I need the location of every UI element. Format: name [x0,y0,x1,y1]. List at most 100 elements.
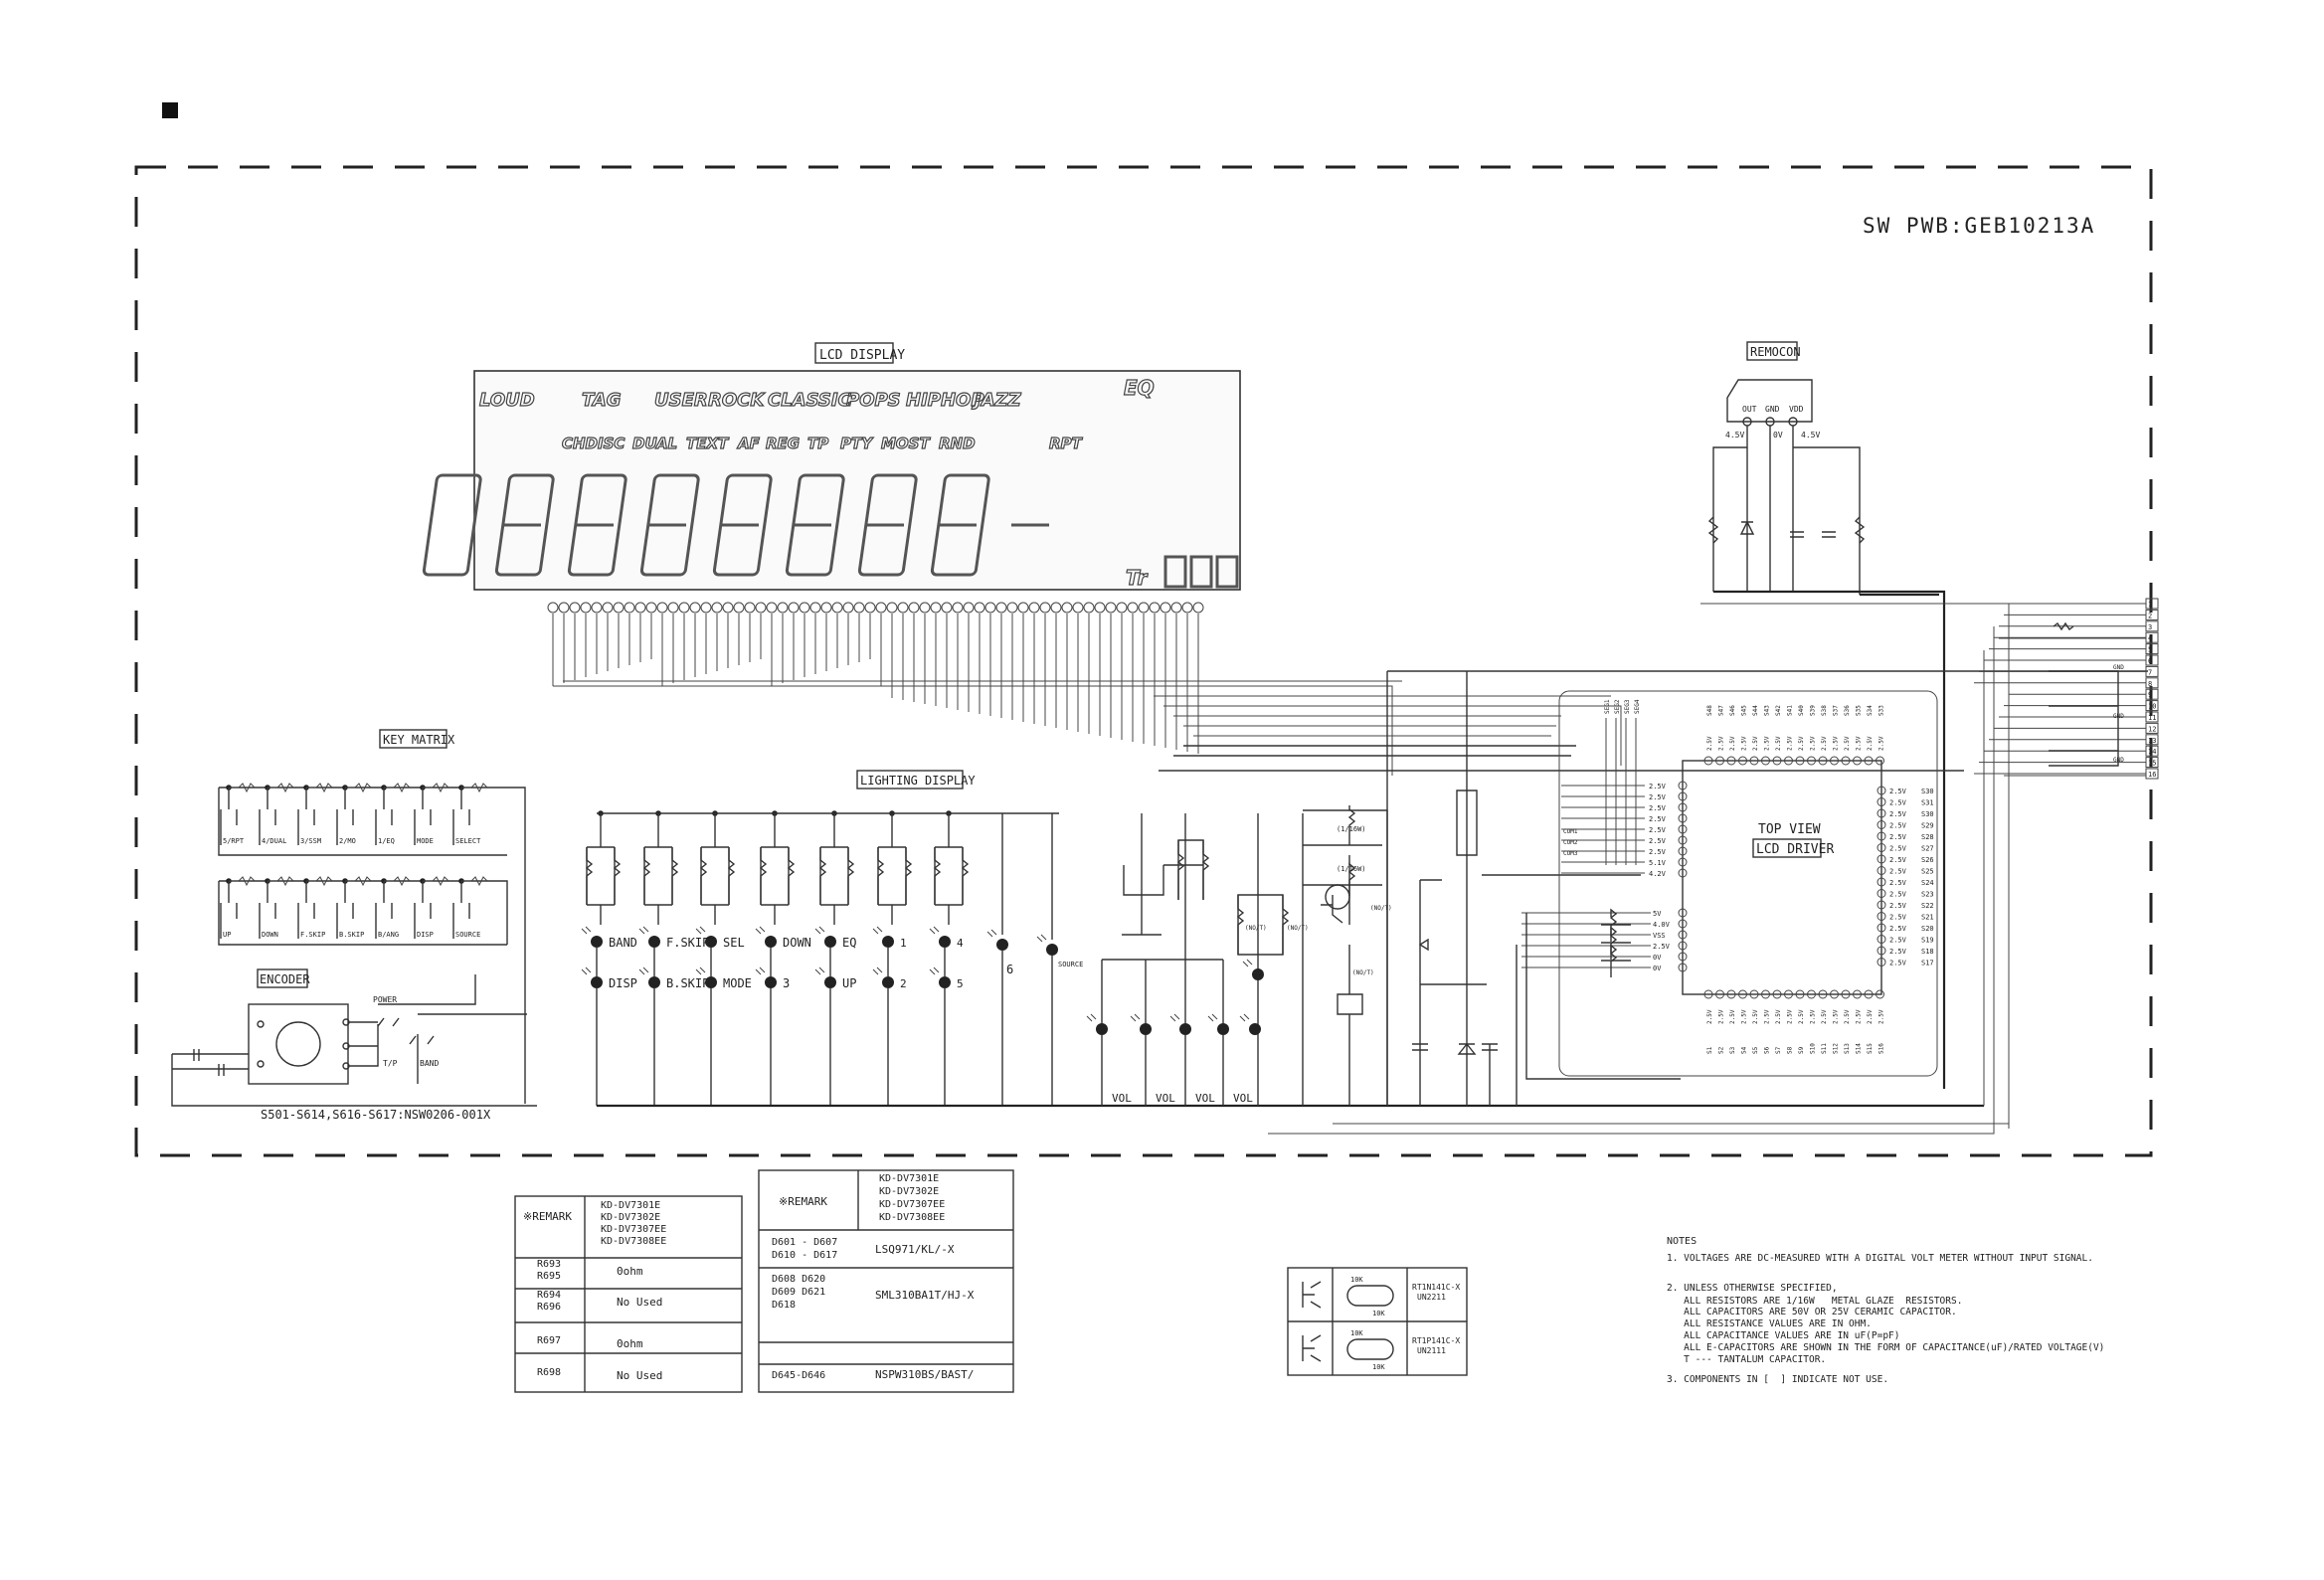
drv-right-volt-10: 2.5V [1889,902,1907,910]
drv-bottom-pin-1: S2 [1718,1046,1725,1054]
drv-bottom-volt-10: 2.5V [1821,1009,1828,1024]
tr-part1-0: RT1N141C-X [1412,1283,1460,1292]
drv-top-pin-13: S35 [1856,705,1863,716]
drv-left-volt-5: 2.5V [1649,837,1667,845]
led-label-4: 4 [957,937,964,950]
drv-left-volt-8: 4.2V [1649,870,1667,878]
drv-right-pin-13: S19 [1921,937,1934,945]
note-line-4: ALL RESISTANCE VALUES ARE IN OHM. [1667,1318,1872,1329]
drv-left-volt-4: 2.5V [1649,826,1667,834]
vol-label-1: VOL [1112,1092,1132,1105]
drv-bottom-pin-8: S9 [1798,1046,1805,1054]
drv-right-volt-9: 2.5V [1889,891,1907,899]
board-outline [134,165,2153,1157]
drv-left-volt-3: 2.5V [1649,815,1667,823]
switch-part-number: S501-S614,S616-S617:NSW0206-001X [261,1108,491,1122]
drv-right-pin-2: S30 [1921,810,1934,818]
t2-part-0-1: D610 - D617 [772,1250,837,1261]
led-label-b-skip-b: B.SKIP [666,976,709,990]
key-3-ssm: 3/SSM [300,837,321,845]
vol-label-2: VOL [1156,1092,1175,1105]
lighting-display-label: LIGHTING DISPLAY [860,774,976,788]
drv-top-pin-5: S43 [1764,705,1771,716]
lcd-icon-tag: TAG [582,390,622,411]
table2-remark: ※REMARK [779,1195,827,1208]
lcd-icon-af: AF [737,435,761,452]
drv-top-left-0: SEG1 [1604,699,1611,714]
key-b-ang: B/ANG [378,931,399,939]
connector-gnd-1: GND [2113,664,2124,671]
drv-bottom-volt-5: 2.5V [1764,1009,1771,1024]
table1-remark: ※REMARK [523,1210,572,1223]
led-label-down: DOWN [783,936,811,950]
key-mode: MODE [417,837,434,845]
drv-top-volt-1: 2.5V [1718,736,1725,751]
encoder-power: POWER [373,995,397,1004]
drv-bottom-pin-4: S5 [1752,1046,1759,1054]
lcd-icon-chdisc: CHDISC [562,435,625,452]
key-disp: DISP [417,931,434,939]
drv-bottom-volt-4: 2.5V [1752,1009,1759,1024]
drv-top-left-2: SEG3 [1624,699,1631,714]
led-label-5-b: 5 [957,977,964,990]
drv-bottom-volt-7: 2.5V [1787,1009,1794,1024]
tr-part2-1: UN2111 [1417,1346,1446,1355]
lcd-icon-loud: LOUD [479,390,535,411]
drv-right-pin-12: S20 [1921,925,1934,933]
trans-label-6: (NO/T) [1352,969,1374,976]
drv-top-volt-12: 2.5V [1844,736,1851,751]
t1-part-1-0: R694 [537,1290,561,1301]
drv-left-volt-0: 2.5V [1649,783,1667,790]
notes: NOTES 1. VOLTAGES ARE DC-MEASURED WITH A… [1667,1236,2104,1385]
t2-part-1-1: D609 D621 [772,1287,825,1298]
drv-right-pin-1: S31 [1921,799,1934,807]
drv-right-volt-7: 2.5V [1889,868,1907,876]
drv-bottom-pin-12: S13 [1844,1043,1851,1054]
led-label-band: BAND [609,936,637,950]
remocon: REMOCON OUT GND VDD 4.5V 0V 4.5V [1707,341,1946,1089]
drv-right-pin-9: S23 [1921,891,1934,899]
drv-bottom-pin-7: S8 [1787,1046,1794,1054]
led-label-2-b: 2 [900,977,907,990]
drv-top-pin-0: S48 [1706,705,1713,716]
connector-pin-7: 7 [2148,668,2152,676]
drv-top-pin-2: S46 [1729,705,1736,716]
t1-value-3: No Used [617,1369,662,1382]
drv-left-b-0: 5V [1653,910,1662,918]
t1-value-2: 0ohm [617,1337,643,1350]
trans-label-4: (NO/T) [1287,925,1309,932]
key-2-mo: 2/MO [339,837,356,845]
trans-label-1: (1/16W) [1337,825,1366,833]
t2-model-1: KD-DV7302E [879,1186,939,1197]
lcd-driver-top-view: TOP VIEW [1758,822,1821,837]
connector-pin-6: 6 [2148,657,2152,665]
lcd-panel [473,370,1241,591]
key-down: DOWN [262,931,278,939]
remocon-label: REMOCON [1750,345,1801,359]
lcd-driver: TOP VIEW LCD DRIVER 2.5V2.5V2.5V2.5V2.5V… [1516,690,1938,1106]
connector-pin-8: 8 [2148,680,2152,688]
led-label-mode-b: MODE [723,976,752,990]
drv-bottom-volt-9: 2.5V [1810,1009,1817,1024]
t2-value-1: SML310BA1T/HJ-X [875,1289,975,1302]
drv-top-pin-6: S42 [1775,705,1782,716]
note-line-2: ALL RESISTORS ARE 1/16W METAL GLAZE RESI… [1667,1296,1962,1307]
key-select: SELECT [455,837,481,845]
drv-bottom-pin-6: S7 [1775,1046,1782,1054]
key-f-skip: F.SKIP [300,931,325,939]
drv-right-pin-6: S26 [1921,856,1934,864]
encoder-label: ENCODER [260,972,310,986]
lcd-icon-tp: TP [807,435,828,452]
lighting-display: LIGHTING DISPLAY BANDDISPF.SKIPB.SKIPSEL… [581,670,2148,1108]
connector-gnd-2: GND [2113,713,2124,720]
t2-model-0: KD-DV7301E [879,1173,939,1184]
lcd-icon-dual: DUAL [632,435,677,452]
drv-top-volt-4: 2.5V [1752,736,1759,751]
drv-right-pin-0: S30 [1921,788,1934,795]
drv-left-volt-7: 5.1V [1649,859,1667,867]
drv-right-volt-8: 2.5V [1889,879,1907,887]
t2-value-2: NSPW310BS/BAST/ [875,1368,974,1381]
